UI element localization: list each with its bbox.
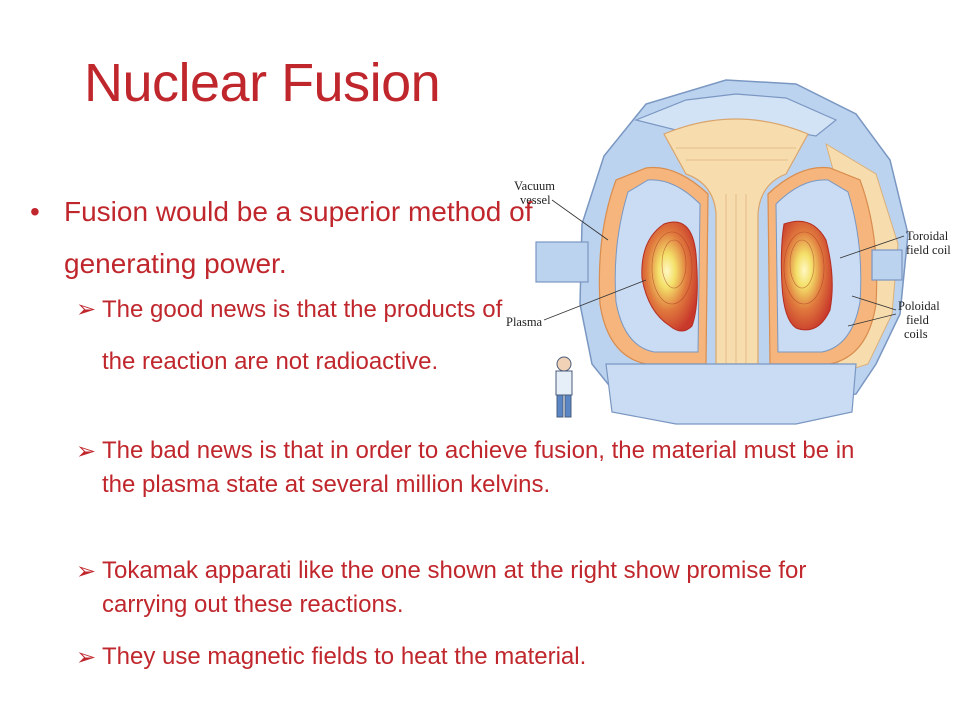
main-bullet-text: Fusion would be a superior method of gen… <box>64 196 533 279</box>
bullet-marker: • <box>30 196 40 227</box>
label-poloidal-3: coils <box>904 327 928 341</box>
sub-bullet-text: They use magnetic fields to heat the mat… <box>102 643 587 670</box>
label-vacuum-vessel-1: Vacuum <box>514 179 555 193</box>
base-shape <box>605 363 857 425</box>
sub-bullet-text: The bad news is that in order to achieve… <box>102 437 855 498</box>
slide-title: Nuclear Fusion <box>84 53 441 113</box>
label-poloidal-1: Poloidal <box>898 299 940 313</box>
right-port-shape <box>871 249 903 281</box>
sub-bullet-text: Tokamak apparati like the one shown at t… <box>102 557 807 618</box>
label-vacuum-vessel-2: vessel <box>520 193 551 207</box>
label-plasma: Plasma <box>506 315 543 329</box>
tokamak-diagram: Vacuum vessel Plasma Toroidal field coil… <box>506 79 951 425</box>
label-toroidal-1: Toroidal <box>906 229 949 243</box>
arrow-bullet-icon: ➢ <box>76 558 97 585</box>
arrow-bullet-icon: ➢ <box>76 296 97 323</box>
label-toroidal-2: field coil <box>906 243 951 257</box>
arrow-bullet-icon: ➢ <box>76 438 97 465</box>
arrow-bullet-icon: ➢ <box>76 644 97 671</box>
right-plasma-shape <box>780 220 833 331</box>
left-port-shape <box>535 241 589 283</box>
label-poloidal-2: field <box>906 313 930 327</box>
person-figure <box>555 356 573 418</box>
sub-bullet-text: The good news is that the products of th… <box>102 296 503 375</box>
